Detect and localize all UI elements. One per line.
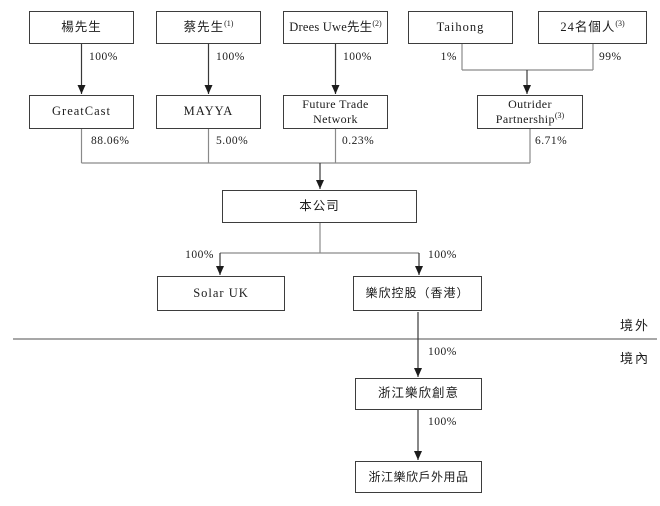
edge-label-zj-creative-zj-outdoor: 100% bbox=[428, 416, 457, 428]
node-mr-yang-label: 楊先生 bbox=[61, 19, 102, 34]
node-taihong: Taihong bbox=[408, 11, 513, 44]
node-the-company: 本公司 bbox=[222, 190, 417, 223]
edge-label-future-trade-company: 0.23% bbox=[342, 135, 375, 147]
node-mayya-label: MAYYA bbox=[183, 104, 234, 119]
edge-label-lexin-hk-zj-creative: 100% bbox=[428, 346, 457, 358]
edge-label-company-solar-uk: 100% bbox=[185, 249, 214, 261]
node-lexin-holdings-hk-label: 樂欣控股（香港） bbox=[365, 286, 470, 300]
edge-label-taihong-outrider: 1% bbox=[440, 51, 457, 63]
node-mr-yang: 楊先生 bbox=[29, 11, 134, 44]
node-outrider-partnership: Outrider Partnership(3) bbox=[477, 95, 583, 129]
node-24-individuals: 24名個人(3) bbox=[538, 11, 647, 44]
node-the-company-label: 本公司 bbox=[299, 198, 340, 213]
node-greatcast-label: GreatCast bbox=[52, 104, 111, 119]
node-24-individuals-label: 24名個人(3) bbox=[560, 18, 625, 34]
node-mr-drees-uwe: Drees Uwe先生(2) bbox=[283, 11, 388, 44]
edge-label-mayya-company: 5.00% bbox=[216, 135, 249, 147]
node-mr-drees-uwe-label: Drees Uwe先生(2) bbox=[289, 18, 382, 34]
region-label-onshore: 境內 bbox=[620, 351, 651, 366]
node-mr-cai: 蔡先生(1) bbox=[156, 11, 261, 44]
node-greatcast: GreatCast bbox=[29, 95, 134, 129]
edge-label-yang-greatcast: 100% bbox=[89, 51, 118, 63]
node-solar-uk-label: Solar UK bbox=[193, 285, 249, 300]
node-zhejiang-lexin-outdoor: 浙江樂欣戶外用品 bbox=[355, 461, 482, 493]
region-label-offshore: 境外 bbox=[620, 318, 651, 333]
node-future-trade-network-label: Future Trade Network bbox=[302, 97, 369, 126]
node-solar-uk: Solar UK bbox=[157, 276, 285, 311]
edge-label-drees-future-trade: 100% bbox=[343, 51, 372, 63]
edge-label-outrider-company: 6.71% bbox=[535, 135, 568, 147]
edge-label-individuals-outrider: 99% bbox=[599, 51, 622, 63]
node-mr-cai-label: 蔡先生(1) bbox=[183, 18, 234, 34]
node-lexin-holdings-hk: 樂欣控股（香港） bbox=[353, 276, 482, 311]
node-future-trade-network: Future Trade Network bbox=[283, 95, 388, 129]
node-zhejiang-lexin-creative-label: 浙江樂欣創意 bbox=[377, 386, 459, 401]
node-taihong-label: Taihong bbox=[436, 19, 485, 34]
node-mayya: MAYYA bbox=[156, 95, 261, 129]
node-zhejiang-lexin-creative: 浙江樂欣創意 bbox=[355, 378, 482, 410]
edge-label-cai-mayya: 100% bbox=[216, 51, 245, 63]
edge-label-greatcast-company: 88.06% bbox=[91, 135, 130, 147]
node-outrider-partnership-label: Outrider Partnership(3) bbox=[495, 97, 565, 126]
edge-label-company-lexin-hk: 100% bbox=[428, 249, 457, 261]
node-zhejiang-lexin-outdoor-label: 浙江樂欣戶外用品 bbox=[368, 469, 469, 484]
